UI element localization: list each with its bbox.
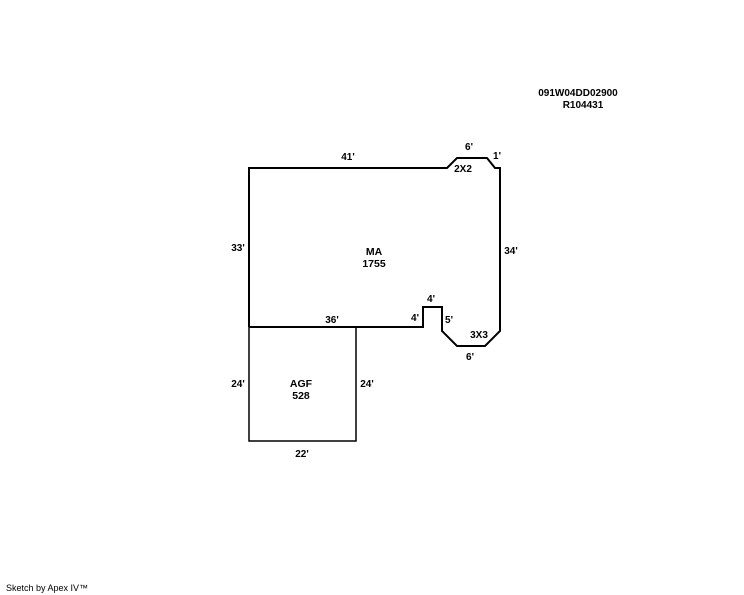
- dim-bottom-6: 6': [466, 352, 474, 363]
- dim-ma-left: 33': [231, 243, 245, 254]
- dim-ma-top: 41': [341, 152, 355, 163]
- main-area-outline: [248, 157, 501, 347]
- main-area-sqft: 1755: [362, 258, 386, 270]
- dim-bump-5: 5': [445, 315, 453, 326]
- garage-label: AGF: [290, 378, 313, 390]
- garage-sqft: 528: [292, 390, 310, 402]
- dim-agf-right: 24': [360, 379, 374, 390]
- dim-bump-left: 4': [411, 313, 419, 324]
- dim-agf-bottom: 22': [295, 449, 309, 460]
- dim-chamfer-bottom: 3X3: [470, 330, 488, 341]
- garage-outline: [248, 327, 357, 442]
- dim-bump-top: 4': [427, 294, 435, 305]
- dim-chamfer-top: 2X2: [454, 164, 472, 175]
- account-number: R104431: [563, 100, 604, 111]
- software-credit: Sketch by Apex IV™: [6, 583, 89, 593]
- dim-inner-36: 36': [325, 315, 339, 326]
- parcel-id: 091W04DD02900: [538, 88, 618, 99]
- dim-notch-top-1: 1': [493, 151, 501, 162]
- dim-ma-right: 34': [504, 246, 518, 257]
- dim-notch-top-6: 6': [465, 142, 473, 153]
- dim-agf-left: 24': [231, 379, 245, 390]
- main-area-label: MA: [366, 246, 383, 258]
